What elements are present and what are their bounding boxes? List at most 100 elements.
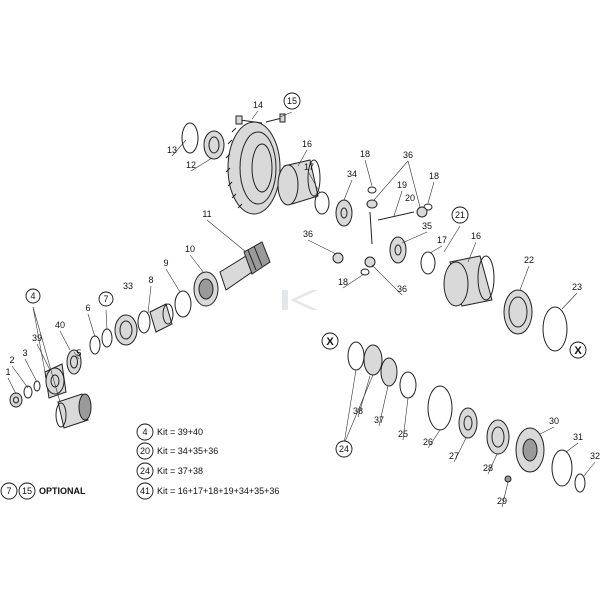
label-number: 21 [455,210,465,220]
part-label-25: 25 [398,429,408,439]
part-label-8: 8 [148,275,153,285]
leader-lines [7,110,596,508]
part-16-housing [277,159,321,206]
label-number: 5 [76,348,81,358]
part-label-17: 17 [304,162,314,172]
part-label-39: 39 [32,333,42,343]
label-number: 6 [85,303,90,313]
kit-description: Kit = 16+17+18+19+34+35+36 [157,486,279,496]
kit-badge [136,442,154,460]
label-number: 40 [55,320,65,330]
part-36-gear-b [416,206,428,218]
label-number: 4 [30,291,35,301]
label-number: 16 [302,139,312,149]
part-label-14: 14 [253,100,263,110]
label-number: 36 [303,229,313,239]
label-number: 16 [471,231,481,241]
label-number: 10 [185,244,195,254]
part-15-bolt [265,113,286,123]
part-label-18: 18 [360,149,370,159]
optional-label: OPTIONAL [39,486,86,496]
kit-badge-number: 41 [140,486,150,496]
part-12-bearing [203,130,225,160]
part-label-21: 21 [451,206,469,224]
part-label-36: 36 [303,229,313,239]
label-number: 26 [423,437,433,447]
kit-description: Kit = 37+38 [157,466,203,476]
x-marker: X [321,332,339,350]
part-10-bearing [193,271,219,307]
kit-badge [136,462,154,480]
label-number: 12 [186,160,196,170]
label-number: 37 [374,415,384,425]
label-number: 38 [353,406,363,416]
label-number: 28 [483,463,493,473]
label-number: 9 [163,258,168,268]
part-label-16: 16 [471,231,481,241]
kit-badge [136,482,154,500]
part-label-36: 36 [403,150,413,160]
part-label-30: 30 [549,416,559,426]
part-label-29: 29 [497,496,507,506]
label-circle [98,291,114,307]
label-number: 11 [202,209,211,219]
part-32-ring [574,473,586,493]
x-marker-text: X [326,336,334,348]
label-number: 15 [287,96,297,106]
label-number: 39 [32,333,42,343]
x-marker-text: X [574,345,582,357]
part-label-7: 7 [98,291,114,307]
part-label-36: 36 [397,284,407,294]
part-13-ring [181,122,199,154]
part-3-ring [33,380,41,392]
label-number: 22 [524,255,534,265]
label-number: 33 [123,281,133,291]
part-33-bearing [114,314,138,346]
part-label-18: 18 [429,171,439,181]
optional-badge [0,482,18,500]
part-23-ring [542,306,568,352]
label-circle [451,206,469,224]
label-circle [25,288,41,304]
watermark-logo [282,290,318,310]
part-label-23: 23 [572,282,582,292]
label-number: 18 [429,171,439,181]
part-16-housing-b [443,255,495,307]
kit-badge [136,423,154,441]
pinion-shaft-group [9,241,271,429]
label-number: 3 [22,348,27,358]
part-label-34: 34 [347,169,357,179]
part-30-gear [515,427,545,473]
label-number: 34 [347,169,357,179]
part-label-17: 17 [437,235,447,245]
optional-badge [18,482,36,500]
part-label-15: 15 [283,92,301,110]
part-label-6: 6 [85,303,90,313]
part-39-flange [44,363,67,399]
part-2-washer [23,385,33,399]
part-27-sleeve [458,407,478,439]
x-markers: XX [321,332,587,359]
part-label-16: 16 [302,139,312,149]
kit-badge-number: 4 [142,427,147,437]
kit-description: Kit = 34+35+36 [157,446,218,456]
label-number: 7 [103,294,108,304]
part-label-10: 10 [185,244,195,254]
part-label-20: 20 [405,193,415,203]
part-36-gear-d [364,256,376,268]
part-1-nut [9,392,23,408]
label-number: 36 [403,150,413,160]
part-8-ring [137,310,151,334]
part-label-22: 22 [524,255,534,265]
part-label-2: 2 [9,355,14,365]
optional-badge-number: 15 [22,486,32,496]
part-label-33: 33 [123,281,133,291]
label-number: 23 [572,282,582,292]
part-label-37: 37 [374,415,384,425]
part-label-24: 24 [335,440,353,458]
part-label-40: 40 [55,320,65,330]
part-label-3: 3 [22,348,27,358]
